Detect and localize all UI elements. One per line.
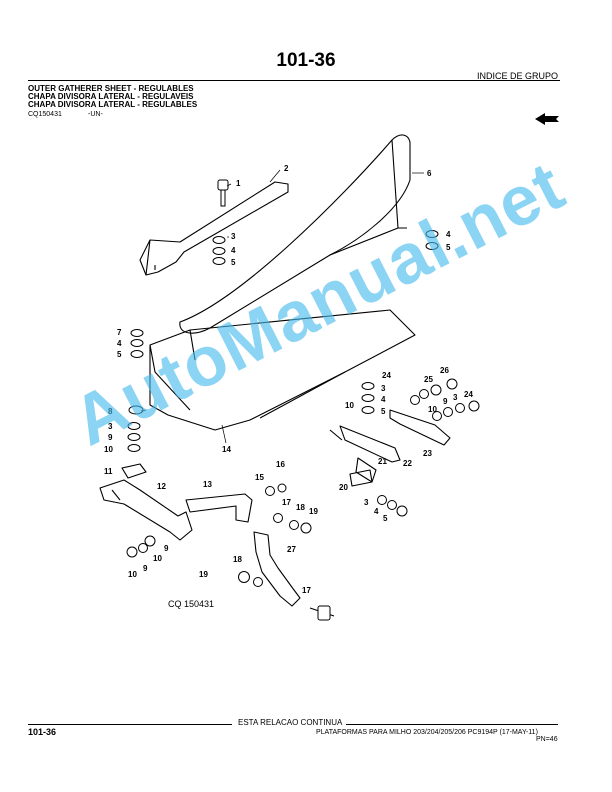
callout-9c: 9 xyxy=(164,544,169,553)
callout-17: 17 xyxy=(282,498,291,507)
callout-9b: 9 xyxy=(443,397,448,406)
continues-label: ESTA RELACAO CONTINUA xyxy=(238,718,343,727)
callout-1: 1 xyxy=(236,179,241,188)
callout-19b: 19 xyxy=(199,570,208,579)
callout-18: 18 xyxy=(296,503,305,512)
callout-13: 13 xyxy=(203,480,212,489)
footer-page-number: 101-36 xyxy=(28,727,57,737)
figure-ref-code: CQ150431 xyxy=(28,111,62,118)
callout-21: 21 xyxy=(378,457,387,466)
quantity-label: -UN- xyxy=(88,111,103,118)
callout-24: 24 xyxy=(382,371,391,380)
callout-16: 16 xyxy=(276,460,285,469)
callout-9d: 9 xyxy=(143,564,148,573)
footer-pn: PN=46 xyxy=(536,736,558,743)
callout-4d: 4 xyxy=(374,507,379,516)
callout-3: 3 xyxy=(231,232,236,241)
footer-divider-right xyxy=(346,724,558,725)
callout-8: 8 xyxy=(108,407,113,416)
callout-22: 22 xyxy=(403,459,412,468)
callout-18b: 18 xyxy=(233,555,242,564)
figure-code: CQ 150431 xyxy=(168,599,214,609)
callout-3b: 3 xyxy=(108,422,113,431)
callout-11: 11 xyxy=(104,467,113,476)
callout-4: 4 xyxy=(231,246,236,255)
callout-9: 9 xyxy=(108,433,113,442)
callout-6: 6 xyxy=(427,169,432,178)
callout-3e: 3 xyxy=(364,498,369,507)
callout-17b: 17 xyxy=(302,586,311,595)
callout-7: 7 xyxy=(117,328,122,337)
callout-5: 5 xyxy=(231,258,236,267)
footer-description: PLATAFORMAS PARA MILHO 203/204/205/206 P… xyxy=(316,729,538,736)
part-title-pt: CHAPA DIVISORA LATERAL - REGULAVEIS xyxy=(28,92,194,101)
callout-5c: 5 xyxy=(381,407,386,416)
callout-10c: 10 xyxy=(428,405,437,414)
callout-26: 26 xyxy=(440,366,449,375)
callout-numbers: 1 2 3 4 5 6 7 4 5 8 3 9 10 11 12 13 14 1… xyxy=(104,164,473,595)
header-divider xyxy=(28,80,560,81)
callout-4e: 4 xyxy=(446,230,451,239)
callout-10b: 10 xyxy=(345,401,354,410)
page-title: 101-36 xyxy=(276,50,336,71)
group-index-link[interactable]: INDICE DE GRUPO xyxy=(476,71,558,81)
callout-27: 27 xyxy=(287,545,296,554)
callout-5e: 5 xyxy=(446,243,451,252)
callout-2: 2 xyxy=(284,164,289,173)
callout-5b: 5 xyxy=(117,350,122,359)
callout-19: 19 xyxy=(309,507,318,516)
callout-24b: 24 xyxy=(464,390,473,399)
callout-23: 23 xyxy=(423,449,432,458)
callout-10e: 10 xyxy=(128,570,137,579)
callout-3d: 3 xyxy=(453,393,458,402)
callout-4c: 4 xyxy=(381,395,386,404)
callout-10: 10 xyxy=(104,445,113,454)
part-title-en: OUTER GATHERER SHEET - REGULABLES xyxy=(28,84,194,93)
callout-12: 12 xyxy=(157,482,166,491)
footer-divider-left xyxy=(28,724,232,725)
callout-3c: 3 xyxy=(381,384,386,393)
callout-25: 25 xyxy=(424,375,433,384)
callout-15: 15 xyxy=(255,473,264,482)
callout-20: 20 xyxy=(339,483,348,492)
callout-4b: 4 xyxy=(117,339,122,348)
part-title-es: CHAPA DIVISORA LATERAL - REGULABLES xyxy=(28,100,198,109)
callout-10d: 10 xyxy=(153,554,162,563)
back-arrow-icon[interactable] xyxy=(534,112,560,126)
callout-14: 14 xyxy=(222,445,231,454)
callout-5d: 5 xyxy=(383,514,388,523)
